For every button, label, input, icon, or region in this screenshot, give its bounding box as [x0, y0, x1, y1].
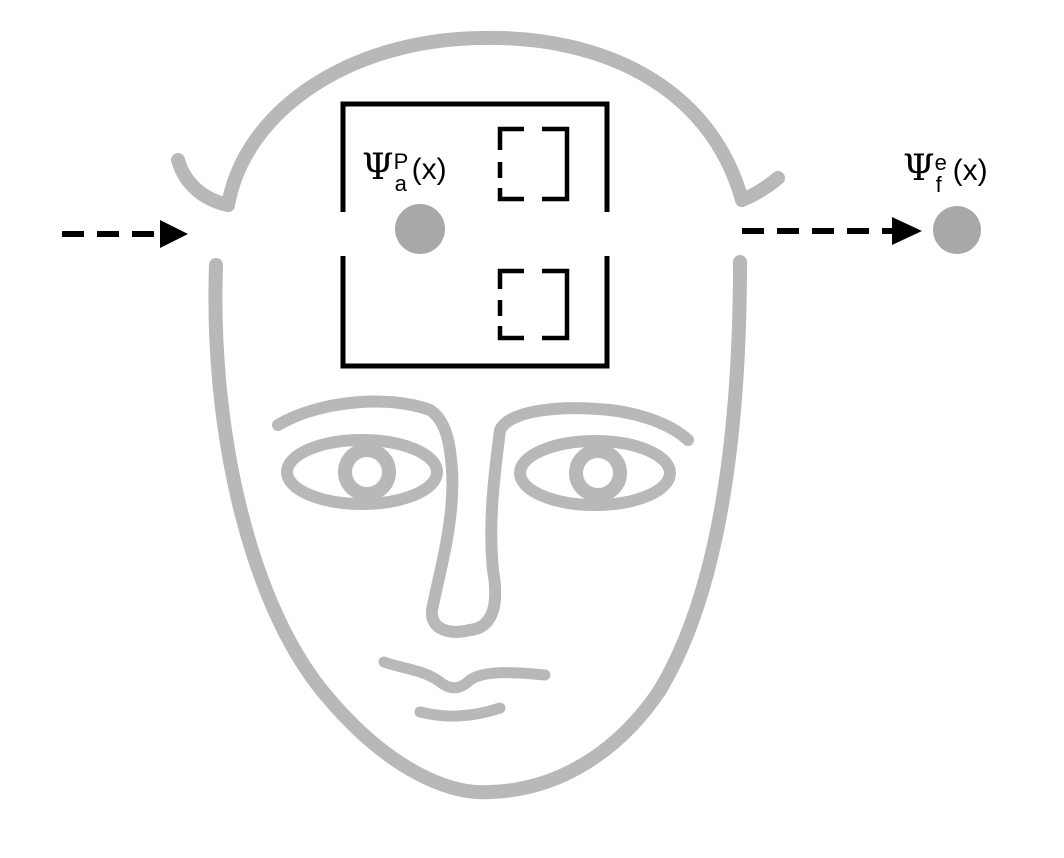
- inner-subscript: a: [394, 170, 407, 196]
- mouth: [378, 656, 551, 722]
- left-ear-hook: [171, 153, 235, 212]
- upper-lip: [378, 656, 551, 694]
- face-outline: [171, 30, 785, 800]
- outer-argument: (x): [952, 154, 988, 187]
- output-arrow: [742, 217, 922, 245]
- right-eye: [514, 435, 676, 511]
- outer-state-dot: [933, 206, 981, 254]
- nose: [425, 402, 694, 638]
- inner-state-dot: [395, 204, 445, 254]
- outer-subscript: f: [935, 171, 942, 197]
- psi-symbol: Ψ: [362, 147, 394, 188]
- box-upper: [340, 101, 610, 212]
- mind-box: [340, 101, 610, 369]
- box-lower: [340, 256, 610, 369]
- left-eyebrow: [272, 395, 458, 476]
- inner-superscript: P: [393, 148, 409, 174]
- left-eye: [281, 434, 443, 510]
- input-arrow: [62, 220, 188, 248]
- outer-superscript: e: [934, 149, 947, 175]
- face-contour: [208, 255, 747, 800]
- eyebrows-nose: [272, 395, 694, 638]
- lower-lip: [414, 702, 506, 722]
- right-ear-hook: [735, 171, 785, 207]
- psi-symbol-outer: Ψ: [903, 148, 935, 189]
- input-arrowhead: [160, 220, 188, 248]
- right-pupil: [569, 444, 627, 502]
- right-eye-outline: [514, 435, 676, 511]
- left-eye-outline: [281, 434, 443, 510]
- bracket-top: [497, 126, 570, 202]
- left-pupil: [338, 443, 396, 501]
- head-top-curve: [221, 30, 749, 212]
- output-arrowhead: [892, 217, 922, 245]
- inner-argument: (x): [411, 153, 447, 186]
- bracket-bottom: [497, 268, 570, 341]
